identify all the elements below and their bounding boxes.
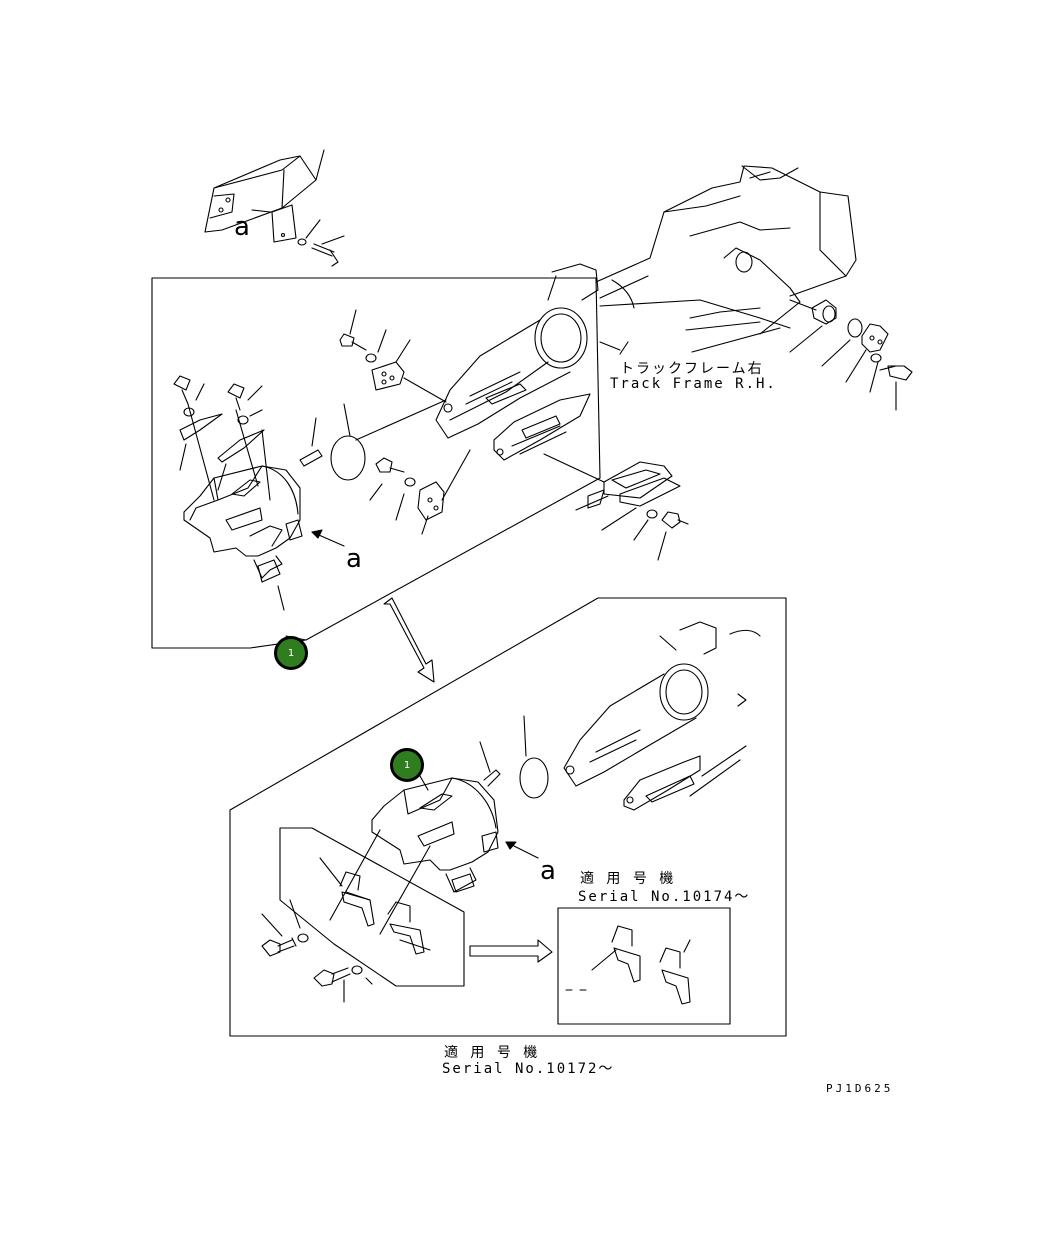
- upper-brackets-bolts: [173, 309, 471, 547]
- track-frame-label-jp: トラックフレーム右: [620, 361, 764, 377]
- detail-marker-a-upper: a: [346, 544, 362, 574]
- frame-tube-lower: [563, 621, 761, 811]
- serial-applicable-label-main: 適 用 号 機: [444, 1045, 540, 1061]
- lower-brackets-bolts: [261, 829, 431, 1003]
- detail-marker-a-lower: a: [540, 856, 556, 886]
- serial-inset-box: [557, 907, 731, 1025]
- lower-detail-box: [229, 597, 787, 1037]
- serial-number-10172: Serial No.10172～: [442, 1061, 615, 1077]
- side-rail-parts: [543, 453, 689, 561]
- top-cover-guard: [204, 149, 345, 267]
- drawing-code: PJ1D625: [826, 1082, 894, 1095]
- transition-arrow: [383, 597, 435, 683]
- final-drive-housing-upper: [183, 403, 307, 641]
- serial-number-10174: Serial No.10174～: [578, 889, 751, 905]
- final-drive-housing-lower: [371, 715, 549, 893]
- callout-marker[interactable]: 1: [274, 636, 308, 670]
- track-frame-assembly: [595, 165, 913, 411]
- track-frame-label-en: Track Frame R.H.: [610, 376, 777, 392]
- frame-tube-upper: [435, 263, 599, 461]
- upper-detail-box: [151, 277, 601, 649]
- lower-inset-region: [279, 827, 465, 987]
- callout-marker[interactable]: 1: [390, 748, 424, 782]
- inset-arrow: [469, 939, 553, 963]
- serial-applicable-label-inset: 適 用 号 機: [580, 871, 676, 887]
- detail-marker-a-top: a: [234, 212, 250, 242]
